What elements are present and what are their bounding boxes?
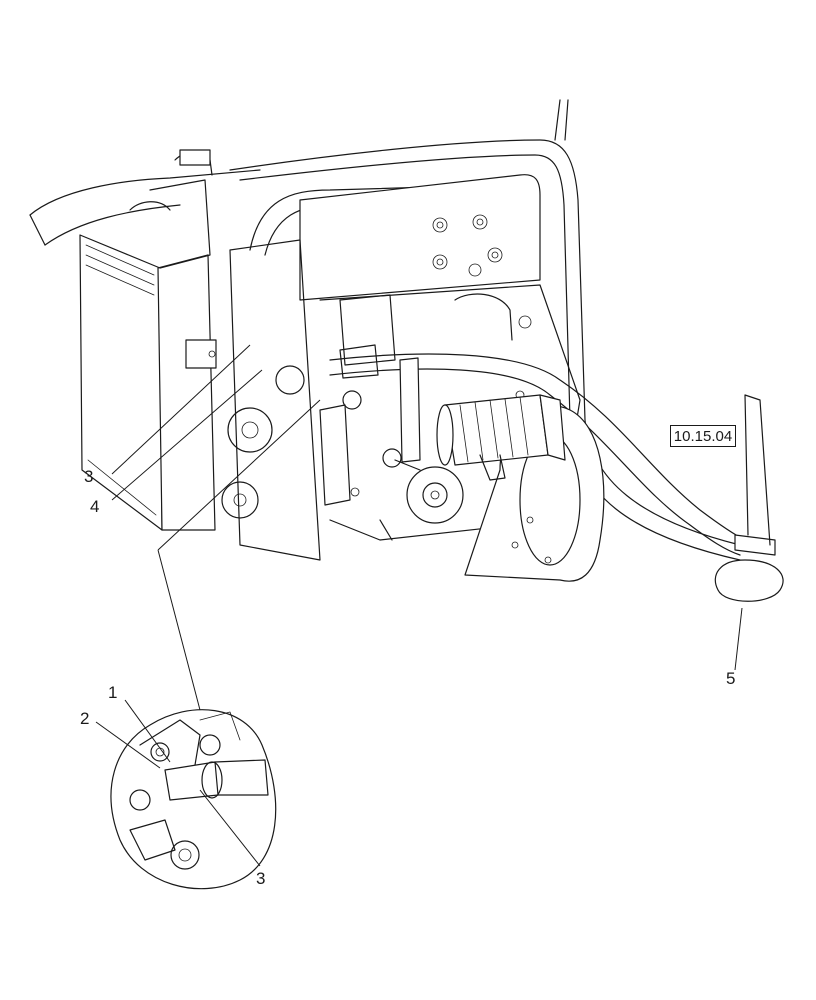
callout-2: 2 <box>80 709 89 728</box>
hose-clamp-5 <box>714 394 784 602</box>
leader-lines <box>95 344 743 867</box>
radiator <box>79 179 217 531</box>
water-pump <box>379 357 464 541</box>
sensor-assembly <box>319 344 379 506</box>
callout-5: 5 <box>726 669 735 688</box>
callout-3-main: 3 <box>84 467 93 486</box>
callout-4: 4 <box>90 497 99 516</box>
callout-3-detail: 3 <box>256 869 265 888</box>
reference-label[interactable]: 10.15.04 <box>670 425 736 447</box>
callout-1: 1 <box>108 683 117 702</box>
intake-hose <box>29 149 261 246</box>
detail-view <box>110 709 277 890</box>
hose-pipes <box>229 99 746 561</box>
starter-motor <box>436 394 566 481</box>
